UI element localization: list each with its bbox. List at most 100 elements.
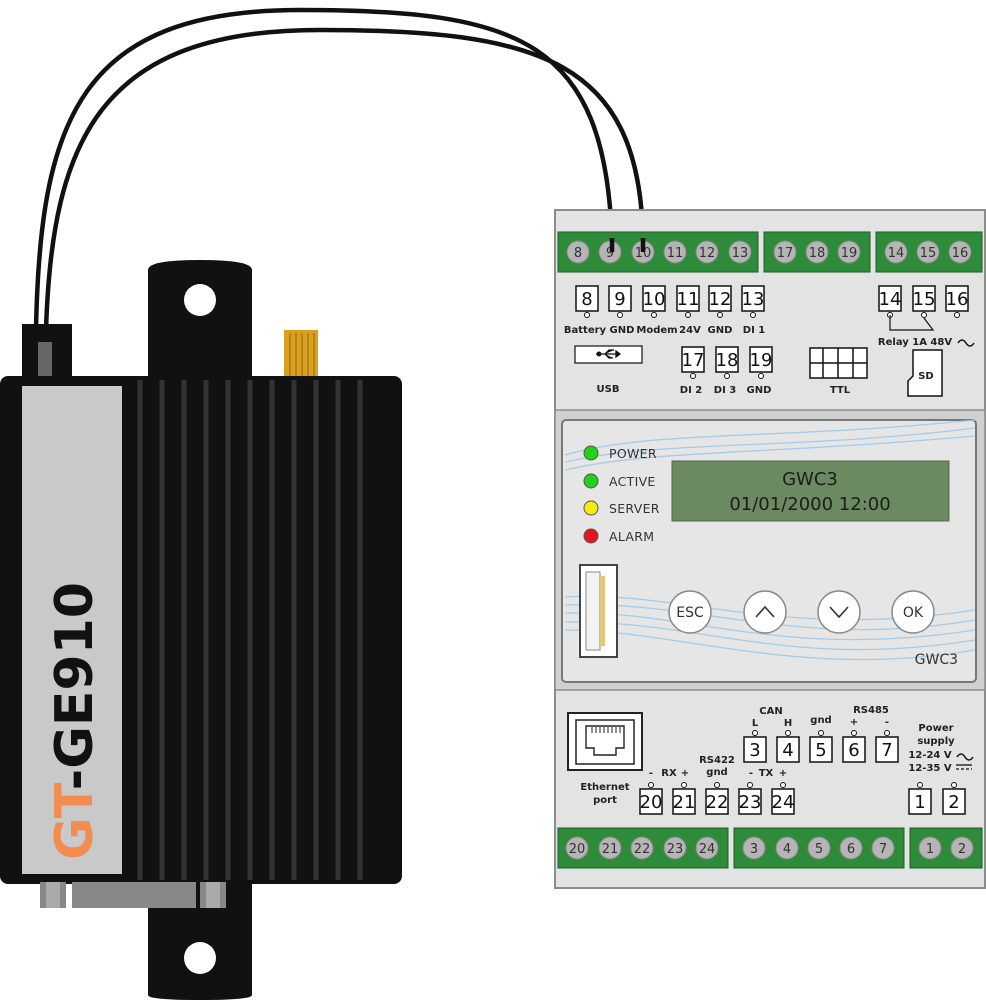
terminal-number: 24 xyxy=(699,842,716,857)
usb-label: USB xyxy=(597,384,620,395)
modem-brand: GT-GE910 xyxy=(45,582,105,860)
terminal-screw-15[interactable]: 15 xyxy=(916,240,940,264)
can-h-label: H xyxy=(784,718,792,729)
terminal-screw-19[interactable]: 19 xyxy=(837,240,861,264)
terminal-screw-20[interactable]: 20 xyxy=(565,836,589,860)
terminal-screw-22[interactable]: 22 xyxy=(630,836,654,860)
pin-number: 10 xyxy=(643,289,666,310)
pin-label-box: 13 xyxy=(741,285,765,318)
pin-label-box: 14 xyxy=(878,285,902,318)
lcd-line-2: 01/01/2000 12:00 xyxy=(729,494,890,515)
sd-label: SD xyxy=(918,371,934,382)
terminal-screw-11[interactable]: 11 xyxy=(663,240,687,264)
ethernet-label: Ethernet xyxy=(580,782,629,793)
terminal-number: 4 xyxy=(783,842,791,857)
led-active: ACTIVE xyxy=(583,473,655,489)
ok-button[interactable]: OK xyxy=(891,590,935,634)
terminal-screw-21[interactable]: 21 xyxy=(598,836,622,860)
pin-label-box: 2 xyxy=(942,782,966,815)
terminal-number: 5 xyxy=(815,842,823,857)
ac-symbol-icon xyxy=(957,339,975,347)
terminal-screw-7[interactable]: 7 xyxy=(871,836,895,860)
terminal-number: 23 xyxy=(667,842,684,857)
led-power: POWER xyxy=(583,445,657,461)
pin-number: 19 xyxy=(750,350,773,371)
terminal-screw-13[interactable]: 13 xyxy=(728,240,752,264)
terminal-number: 18 xyxy=(809,246,826,261)
terminal-screw-8[interactable]: 8 xyxy=(566,240,590,264)
pin-label-box: 5 xyxy=(809,730,833,763)
usb-port-front[interactable] xyxy=(579,564,618,658)
chevron-down-icon xyxy=(829,606,849,619)
pin-name-label: 24V xyxy=(679,325,701,336)
pin-label-box: 7 xyxy=(875,730,899,763)
pin-name-label: GND xyxy=(747,385,772,396)
terminal-screw-24[interactable]: 24 xyxy=(695,836,719,860)
terminal-screw-5[interactable]: 5 xyxy=(807,836,831,860)
gsm-modem: GT-GE910 xyxy=(0,260,402,1000)
terminal-number: 13 xyxy=(732,246,749,261)
pin-label-box: 16 xyxy=(945,285,969,318)
pin-name-label: DI 3 xyxy=(714,385,737,396)
pin-number: 13 xyxy=(742,289,765,310)
pin-number: 8 xyxy=(581,289,592,310)
gnd-label: gnd xyxy=(810,715,831,726)
terminal-screw-1[interactable]: 1 xyxy=(918,836,942,860)
svg-text:OK: OK xyxy=(903,605,924,621)
pin-number: 12 xyxy=(709,289,732,310)
minus-sign: - xyxy=(885,717,889,728)
pin-number: 16 xyxy=(946,289,969,310)
terminal-screw-3[interactable]: 3 xyxy=(742,836,766,860)
terminal-number: 16 xyxy=(952,246,969,261)
terminal-number: 12 xyxy=(699,246,716,261)
pin-label-box: 1 xyxy=(908,782,932,815)
power-label: supply xyxy=(917,736,955,747)
can-label: CAN xyxy=(759,706,782,717)
pin-label-box: 4 xyxy=(776,730,800,763)
led-server: SERVER xyxy=(583,500,660,516)
up-button[interactable] xyxy=(743,590,787,634)
terminal-screw-4[interactable]: 4 xyxy=(775,836,799,860)
rs422-gnd-label: gnd xyxy=(706,767,727,778)
ethernet-port[interactable] xyxy=(567,712,643,771)
pin-label-box: 18 xyxy=(715,346,739,379)
led-label: SERVER xyxy=(609,501,660,516)
pin-number: 24 xyxy=(772,792,795,813)
minus-sign: - xyxy=(649,768,653,779)
terminal-screw-12[interactable]: 12 xyxy=(695,240,719,264)
terminal-screw-23[interactable]: 23 xyxy=(663,836,687,860)
lcd-display xyxy=(671,460,950,522)
pin-label-box: 10 xyxy=(642,285,666,318)
pin-label-box: 11 xyxy=(676,285,700,318)
sd-card-icon: SD xyxy=(907,349,943,397)
pin-label-box: 23 xyxy=(738,782,762,815)
down-button[interactable] xyxy=(817,590,861,634)
terminal-screw-18[interactable]: 18 xyxy=(805,240,829,264)
terminal-number: 21 xyxy=(602,842,619,857)
pin-number: 6 xyxy=(848,740,859,761)
pin-name-label: DI 2 xyxy=(680,385,703,396)
minus-sign: - xyxy=(749,768,753,779)
terminal-screw-17[interactable]: 17 xyxy=(773,240,797,264)
terminal-number: 14 xyxy=(888,246,905,261)
modem-label-panel xyxy=(22,386,122,874)
terminal-screw-6[interactable]: 6 xyxy=(839,836,863,860)
pin-label-box: 19 xyxy=(749,346,773,379)
pin-number: 18 xyxy=(716,350,739,371)
terminal-screw-14[interactable]: 14 xyxy=(884,240,908,264)
pin-number: 2 xyxy=(948,792,959,813)
pin-number: 15 xyxy=(913,289,936,310)
panel-model-label: GWC3 xyxy=(915,652,958,668)
terminal-screw-16[interactable]: 16 xyxy=(948,240,972,264)
esc-button[interactable]: ESC xyxy=(668,590,712,634)
terminal-screw-2[interactable]: 2 xyxy=(950,836,974,860)
pin-number: 1 xyxy=(914,792,925,813)
pin-name-label: GND xyxy=(708,325,733,336)
pin-number: 9 xyxy=(614,289,625,310)
